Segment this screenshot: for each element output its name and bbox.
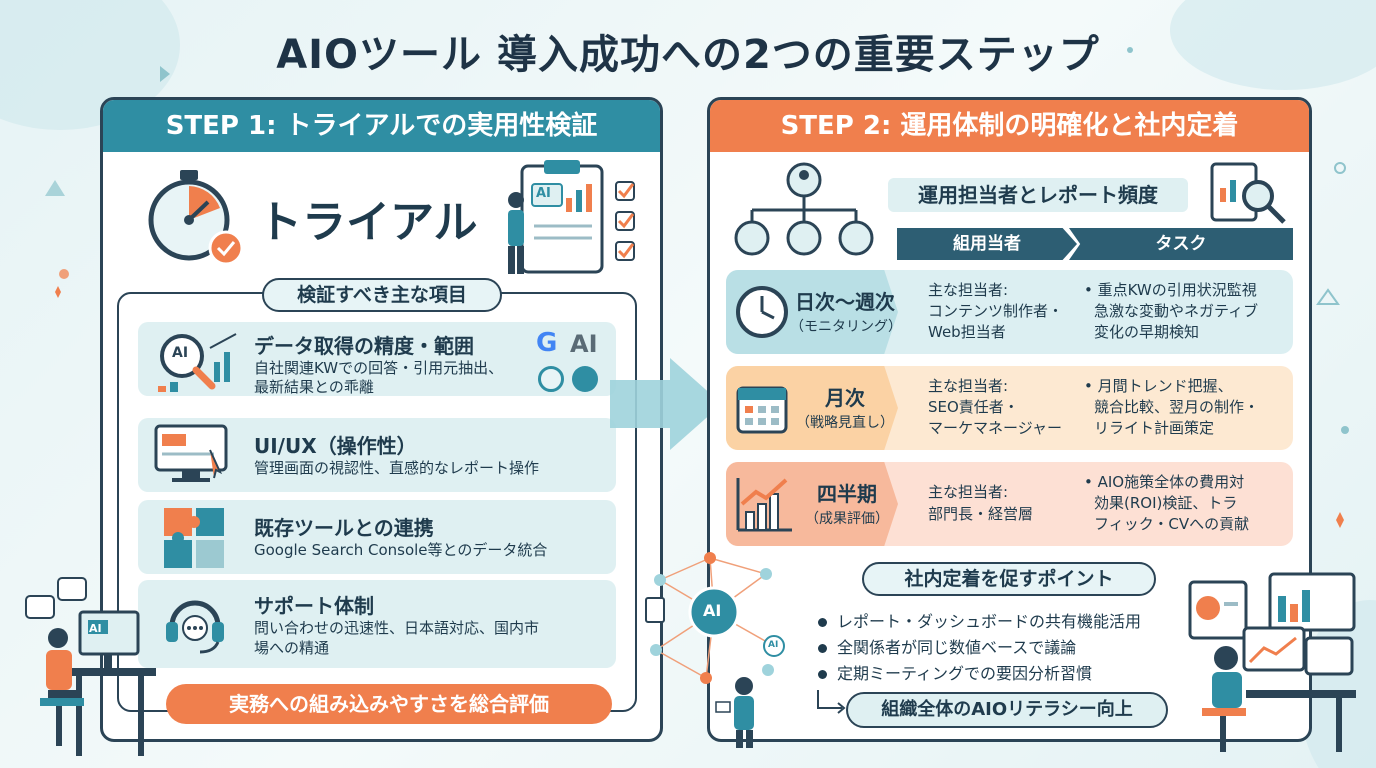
step-arrow-icon (610, 358, 722, 450)
point-item: レポート・ダッシュボードの共有機能活用 (818, 608, 1141, 632)
item-desc: 最新結果との乖離 (254, 378, 374, 396)
item-support: サポート体制 問い合わせの迅速性、日本語対応、国内市 場への精通 (138, 580, 616, 668)
perplexity-logo-icon (572, 366, 598, 392)
clipboard-ai-text: AI (536, 186, 551, 201)
frequency-row-monthly: 月次 （戦略見直し） 主な担当者: SEO責任者・ マーケマネージャー • 月間… (726, 366, 1293, 450)
owner-title: 主な担当者: (928, 377, 1009, 395)
item-title: 既存ツールとの連携 (254, 516, 434, 540)
col-header-task: タスク (1069, 228, 1293, 260)
col-header-owner: 組用当者 (897, 228, 1077, 260)
monitor-click-icon (154, 424, 228, 482)
owner-line: SEO責任者・ (928, 398, 1019, 416)
task-line: • 重点KWの引用状況監視 (1084, 281, 1257, 299)
network-ai-badge: AI (768, 640, 779, 650)
owner-line: 部門長・経営層 (928, 505, 1034, 523)
owner-title: 主な担当者: (928, 483, 1009, 501)
overall-evaluation-banner: 実務への組み込みやすさを総合評価 (166, 684, 612, 724)
task-line: 効果(ROI)検証、トラ (1094, 494, 1238, 512)
frequency-row-quarterly: 四半期 （成果評価） 主な担当者: 部門長・経営層 • AIO施策全体の費用対 … (726, 462, 1293, 546)
chatgpt-logo-icon (538, 366, 564, 392)
item-ui-ux: UI/UX（操作性） 管理画面の視認性、直感的なレポート操作 (138, 418, 616, 492)
item-title: UI/UX（操作性） (254, 434, 417, 458)
ai-magnifier-icon (158, 333, 237, 392)
result-arrow-icon (817, 690, 846, 714)
headset-icon (166, 600, 224, 654)
item-desc: 自社関連KWでの回答・引用元抽出、 (254, 359, 504, 377)
frequency-sub: （成果評価） (805, 511, 889, 527)
page-title: AIOツール 導入成功への2つの重要ステップ (276, 32, 1100, 78)
task-line: 急激な変動やネガティブ (1094, 302, 1259, 320)
magnifier-ai-text: AI (172, 345, 189, 361)
item-title: サポート体制 (254, 594, 374, 618)
task-line: フィック・CVへの貢献 (1094, 515, 1250, 533)
frequency-label: 月次 (825, 386, 865, 410)
item-desc: 問い合わせの迅速性、日本語対応、国内市 (254, 619, 540, 637)
literacy-result: 組織全体のAIOリテラシー向上 (846, 692, 1168, 728)
owner-line: コンテンツ制作者・ (928, 302, 1064, 320)
person-at-desk-illustration (25, 577, 156, 756)
item-desc: 管理画面の視認性、直感的なレポート操作 (254, 459, 540, 477)
clock-icon (736, 286, 788, 338)
section-label: 検証すべき主な項目 (262, 278, 502, 312)
clipboard-person-icon (508, 160, 635, 274)
owner-line: マーケマネージャー (928, 419, 1062, 437)
puzzle-icon (164, 508, 224, 568)
calendar-icon (736, 386, 788, 434)
task-line: • AIO施策全体の費用対 (1084, 473, 1245, 491)
stopwatch-icon (148, 170, 244, 266)
task-line: 競合比較、翌月の制作・ (1094, 398, 1260, 416)
google-logo-icon: G (536, 328, 558, 358)
frequency-sub: （戦略見直し） (796, 415, 894, 431)
person-dashboard-illustration (1188, 572, 1356, 752)
item-tool-integration: 既存ツールとの連携 Google Search Console等とのデータ統合 (138, 500, 616, 574)
task-line: 変化の早期検知 (1094, 323, 1200, 341)
step2-subtitle: 運用担当者とレポート頻度 (888, 178, 1188, 212)
frequency-sub: （モニタリング） (790, 319, 902, 335)
report-magnifier-icon (1210, 162, 1286, 224)
ai-network-illustration (645, 552, 785, 748)
point-item: 全関係者が同じ数値ベースで議論 (818, 634, 1076, 658)
step1-header: STEP 1: トライアルでの実用性検証 (103, 100, 660, 152)
step2-header: STEP 2: 運用体制の明確化と社内定着 (710, 100, 1309, 152)
item-desc: 場への精通 (254, 639, 330, 657)
frequency-row-daily: 日次〜週次 （モニタリング） 主な担当者: コンテンツ制作者・ Web担当者 •… (726, 270, 1293, 354)
point-item: 定期ミーティングでの要因分析習慣 (818, 660, 1092, 684)
frequency-label: 四半期 (817, 482, 877, 506)
trial-label: トライアル (258, 197, 478, 248)
item-desc: Google Search Console等とのデータ統合 (254, 541, 548, 559)
growth-chart-icon (736, 478, 792, 532)
item-data-accuracy: AI データ取得の精度・範囲 自社関連KWでの回答・引用元抽出、 最新結果との乖… (138, 322, 616, 396)
org-chart-icon (734, 162, 874, 256)
owner-line: Web担当者 (928, 323, 1006, 341)
network-ai-text: AI (703, 601, 722, 620)
points-label: 社内定着を促すポイント (862, 562, 1156, 596)
frequency-label: 日次〜週次 (795, 290, 895, 314)
item-title: データ取得の精度・範囲 (254, 334, 474, 358)
monitor-ai-text: AI (89, 622, 102, 635)
ai-logo-icon: AI (570, 330, 598, 358)
task-line: • 月間トレンド把握、 (1084, 377, 1233, 395)
task-line: リライト計画策定 (1094, 419, 1215, 437)
owner-title: 主な担当者: (928, 281, 1009, 299)
